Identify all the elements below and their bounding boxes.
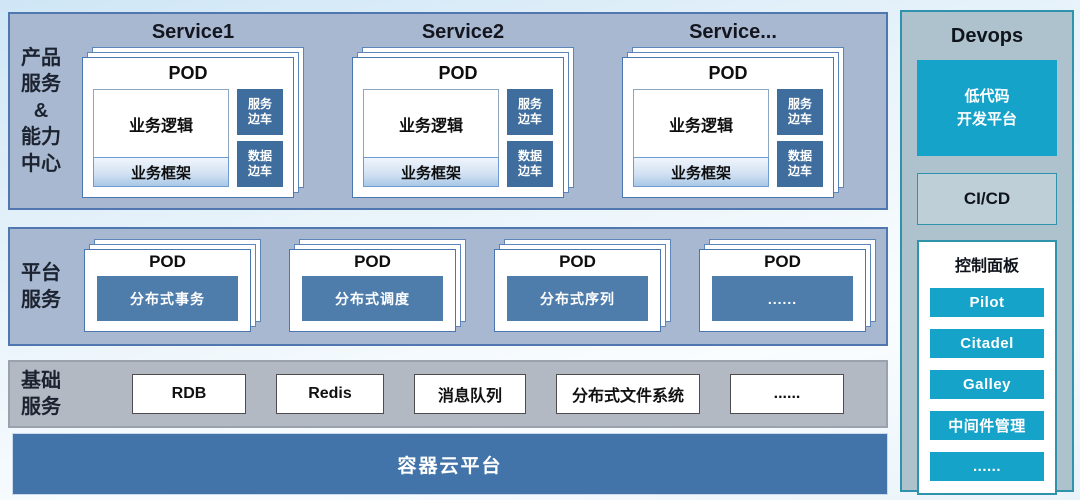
pod-card: POD ...... <box>699 249 866 332</box>
product-services-section: 产品 服务 & 能力 中心 Service1 POD 业务逻辑 业务框架 服务 … <box>8 12 888 210</box>
galley-box: Galley <box>930 370 1044 399</box>
pod-card: POD 分布式事务 <box>84 249 251 332</box>
pod-body: 业务逻辑 业务框架 服务 边车 数据 边车 <box>633 89 823 187</box>
platform-services-section: 平台 服务 POD 分布式事务 POD 分布式调度 POD <box>8 227 888 346</box>
pod-label: POD <box>764 252 801 271</box>
more-services-box: ...... <box>712 276 853 321</box>
platform-pods-row: POD 分布式事务 POD 分布式调度 POD 分布式序列 <box>72 229 886 344</box>
pod-stack: POD 分布式序列 <box>494 239 671 332</box>
logic-column: 业务逻辑 业务框架 <box>633 89 769 187</box>
pilot-box: Pilot <box>930 288 1044 317</box>
business-framework-box: 业务框架 <box>93 157 229 187</box>
service-sidecar-box: 服务 边车 <box>237 89 283 135</box>
service-group-2: Service2 POD 业务逻辑 业务框架 服务 边车 数据 边车 <box>352 14 574 198</box>
pod-body: 业务逻辑 业务框架 服务 边车 数据 边车 <box>363 89 553 187</box>
distributed-sequence-box: 分布式序列 <box>507 276 648 321</box>
pod-card: POD 业务逻辑 业务框架 服务 边车 数据 边车 <box>82 57 294 198</box>
business-logic-box: 业务逻辑 <box>363 89 499 158</box>
pod-label: POD <box>438 63 478 83</box>
sidecar-column: 服务 边车 数据 边车 <box>777 89 823 187</box>
devops-title: Devops <box>950 25 1024 47</box>
sidecar-column: 服务 边车 数据 边车 <box>237 89 283 187</box>
pod-stack: POD 分布式事务 <box>84 239 261 332</box>
pod-card: POD 业务逻辑 业务框架 服务 边车 数据 边车 <box>622 57 834 198</box>
service-sidecar-box: 服务 边车 <box>777 89 823 135</box>
platform-pod-3: POD 分布式序列 <box>494 235 671 332</box>
devops-panel: Devops 低代码 开发平台 CI/CD 控制面板 Pilot Citadel… <box>900 10 1074 495</box>
pod-stack: POD 业务逻辑 业务框架 服务 边车 数据 边车 <box>622 47 844 198</box>
logic-column: 业务逻辑 业务框架 <box>93 89 229 187</box>
pod-stack: POD 分布式调度 <box>289 239 466 332</box>
pod-label: POD <box>559 252 596 271</box>
sidecar-column: 服务 边车 数据 边车 <box>507 89 553 187</box>
service-group-1: Service1 POD 业务逻辑 业务框架 服务 边车 数据 边车 <box>82 14 304 198</box>
low-code-platform-box: 低代码 开发平台 <box>917 60 1057 156</box>
pod-card: POD 分布式调度 <box>289 249 456 332</box>
rdb-box: RDB <box>132 374 246 414</box>
pod-body: 业务逻辑 业务框架 服务 边车 数据 边车 <box>93 89 283 187</box>
pod-stack: POD 业务逻辑 业务框架 服务 边车 数据 边车 <box>82 47 304 198</box>
middleware-management-box: 中间件管理 <box>930 411 1044 440</box>
pod-stack: POD 业务逻辑 业务框架 服务 边车 数据 边车 <box>352 47 574 198</box>
container-cloud-platform-bar: 容器云平台 <box>12 433 888 495</box>
service-title: Service1 <box>151 21 235 43</box>
platform-pod-1: POD 分布式事务 <box>84 235 261 332</box>
distributed-scheduling-box: 分布式调度 <box>302 276 443 321</box>
services-row: Service1 POD 业务逻辑 业务框架 服务 边车 数据 边车 <box>72 14 886 208</box>
business-framework-box: 业务框架 <box>363 157 499 187</box>
platform-pod-4: POD ...... <box>699 235 876 332</box>
message-queue-box: 消息队列 <box>414 374 526 414</box>
control-panel-title: 控制面板 <box>954 258 1019 275</box>
data-sidecar-box: 数据 边车 <box>777 141 823 187</box>
cicd-box: CI/CD <box>917 173 1057 225</box>
distributed-transaction-box: 分布式事务 <box>97 276 238 321</box>
pod-label: POD <box>168 63 208 83</box>
pod-label: POD <box>149 252 186 271</box>
base-section-label: 基础 服务 <box>21 369 61 418</box>
service-title: Service2 <box>421 21 505 43</box>
service-sidecar-box: 服务 边车 <box>507 89 553 135</box>
pod-card: POD 业务逻辑 业务框架 服务 边车 数据 边车 <box>352 57 564 198</box>
data-sidecar-box: 数据 边车 <box>237 141 283 187</box>
product-section-label: 产品 服务 & 能力 中心 <box>21 47 61 175</box>
base-services-row: RDB Redis 消息队列 分布式文件系统 ...... <box>72 374 886 414</box>
service-group-3: Service... POD 业务逻辑 业务框架 服务 边车 数据 边车 <box>622 14 844 198</box>
base-services-section: 基础 服务 RDB Redis 消息队列 分布式文件系统 ...... <box>8 360 888 428</box>
redis-box: Redis <box>276 374 384 414</box>
more-base-services-box: ...... <box>730 374 844 414</box>
business-logic-box: 业务逻辑 <box>633 89 769 158</box>
data-sidecar-box: 数据 边车 <box>507 141 553 187</box>
business-framework-box: 业务框架 <box>633 157 769 187</box>
service-title: Service... <box>689 21 777 43</box>
citadel-box: Citadel <box>930 329 1044 358</box>
platform-section-label: 平台 服务 <box>21 262 61 311</box>
pod-stack: POD ...... <box>699 239 876 332</box>
platform-pod-2: POD 分布式调度 <box>289 235 466 332</box>
logic-column: 业务逻辑 业务框架 <box>363 89 499 187</box>
pod-card: POD 分布式序列 <box>494 249 661 332</box>
business-logic-box: 业务逻辑 <box>93 89 229 158</box>
control-panel: 控制面板 Pilot Citadel Galley 中间件管理 ...... <box>917 240 1057 495</box>
more-control-items-box: ...... <box>930 452 1044 481</box>
distributed-filesystem-box: 分布式文件系统 <box>556 374 700 414</box>
pod-label: POD <box>354 252 391 271</box>
pod-label: POD <box>708 63 748 83</box>
